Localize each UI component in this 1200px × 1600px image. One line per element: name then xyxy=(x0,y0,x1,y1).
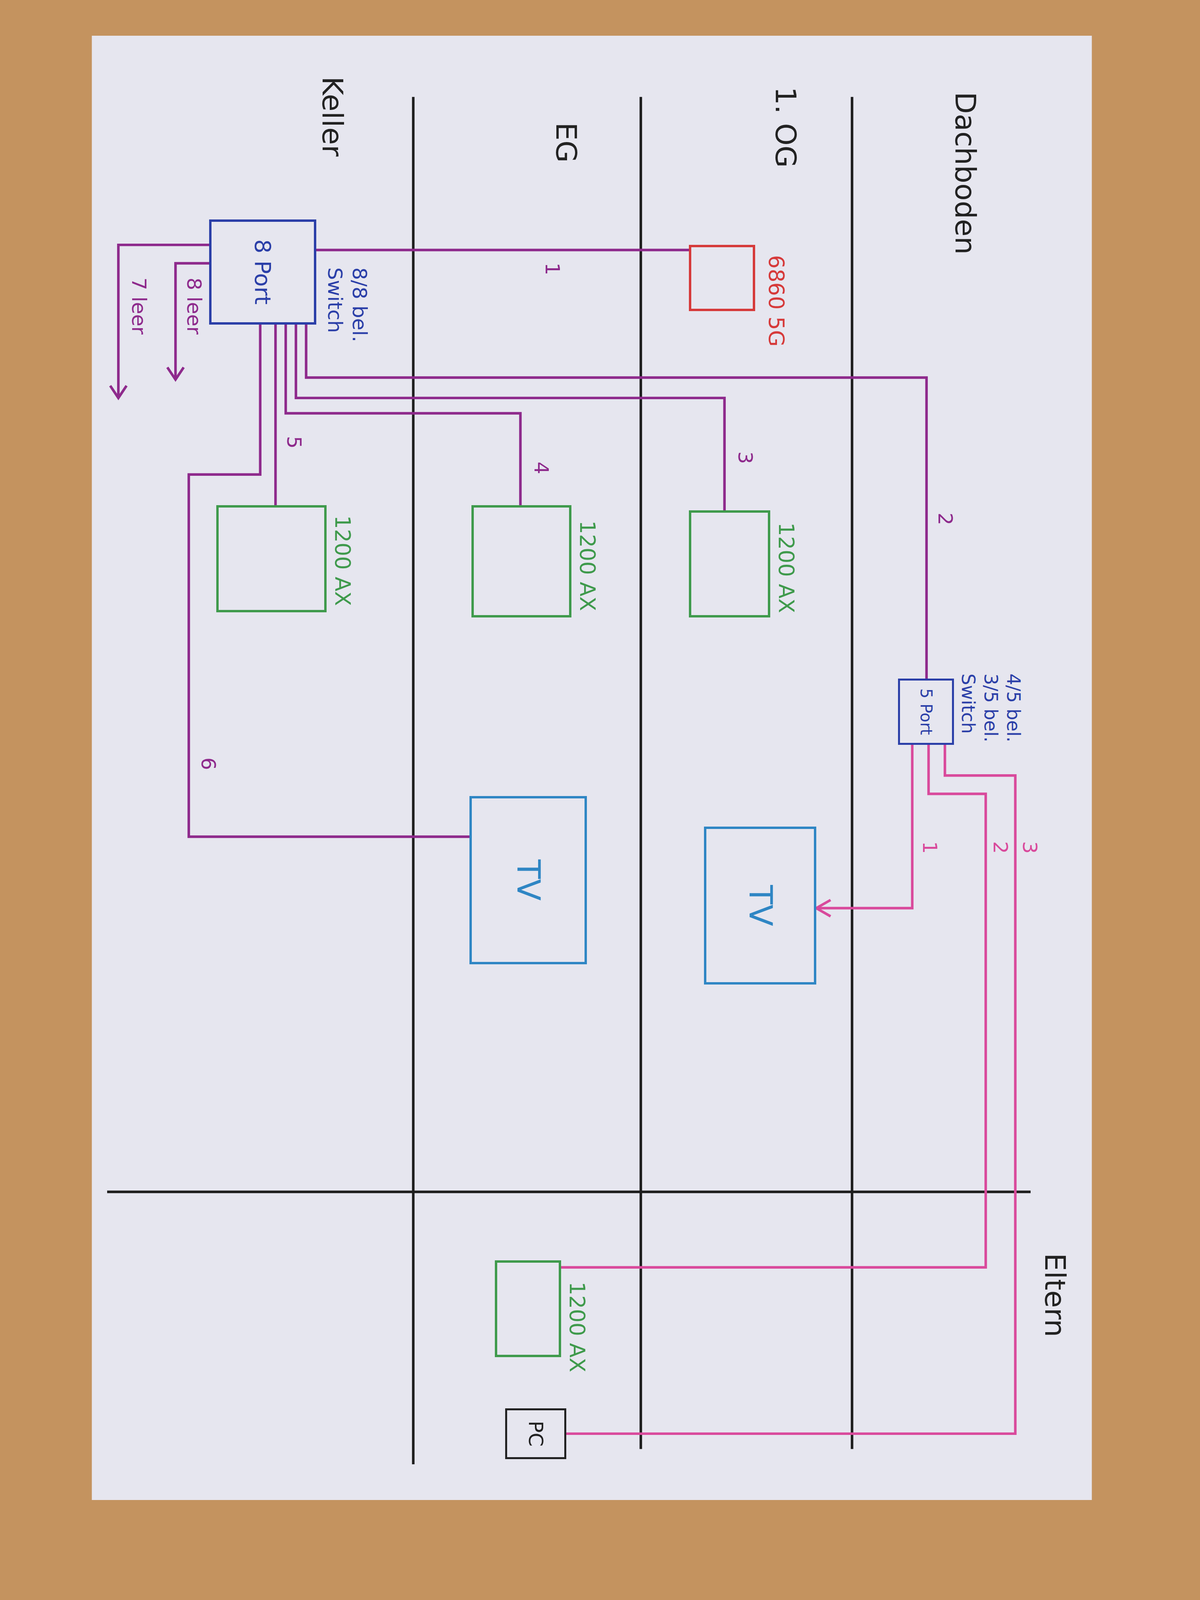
port-number: 2 xyxy=(935,510,956,528)
device-box: PC xyxy=(505,1408,567,1460)
port-number: 1 xyxy=(542,260,563,278)
floor-label: Dachboden xyxy=(951,91,980,255)
free-port-label: 8 leer xyxy=(184,277,204,335)
device-label: TV xyxy=(512,859,545,901)
device-heading: 4/5 bel. xyxy=(1004,673,1023,743)
device-box: TV xyxy=(469,796,587,965)
device-heading: Switch xyxy=(325,267,345,333)
free-port-wire xyxy=(175,263,210,378)
device-box: TV xyxy=(703,826,817,985)
device-heading: 1200 AX xyxy=(576,520,599,612)
cable-line xyxy=(816,744,913,909)
device-label: 5 Port xyxy=(918,688,935,735)
port-number: 6 xyxy=(198,755,219,773)
device-heading: 1200 AX xyxy=(566,1281,588,1373)
device-heading: 1200 AX xyxy=(331,515,354,607)
free-port-arrow xyxy=(110,385,127,399)
network-cable xyxy=(296,324,725,511)
cable-line xyxy=(566,744,1016,1434)
device-box: 1200 AX xyxy=(216,505,327,613)
port-number: 3 xyxy=(735,448,756,467)
device-heading: 6860 5G xyxy=(765,255,787,347)
device-label: 8 Port xyxy=(251,239,274,305)
network-cable xyxy=(275,324,277,506)
floor-label: 1. OG xyxy=(771,86,800,168)
port-number: 3 xyxy=(1019,838,1040,857)
cable-line xyxy=(316,248,689,252)
cable-line xyxy=(188,324,470,837)
device-label: PC xyxy=(525,1420,546,1447)
device-heading: 1200 AX xyxy=(775,522,797,614)
arrow-head xyxy=(816,900,831,917)
network-cable xyxy=(566,744,1016,1434)
device-box: 1200 AX xyxy=(494,1260,562,1358)
network-cable xyxy=(561,744,986,1268)
device-label: TV xyxy=(744,884,777,927)
network-cable xyxy=(816,744,913,917)
cable-line xyxy=(296,324,725,511)
network-cable xyxy=(305,324,927,679)
floor-line xyxy=(411,96,415,1465)
floor-line xyxy=(850,96,854,1449)
free-port-arrow xyxy=(167,367,184,380)
device-heading: Switch xyxy=(959,673,978,734)
floor-label: Keller xyxy=(318,76,347,157)
network-cable xyxy=(188,324,470,837)
device-box: 1200 AX xyxy=(688,510,771,618)
network-cable xyxy=(316,249,689,251)
device-heading: 3/5 bel. xyxy=(981,673,1000,743)
port-number: 5 xyxy=(284,433,304,452)
port-number: 4 xyxy=(531,459,552,477)
device-heading: 8/8 bel. xyxy=(349,267,370,343)
port-number: 1 xyxy=(919,838,940,857)
device-box: 8/8 bel.Switch8 Port xyxy=(209,219,317,325)
cable-line xyxy=(285,324,521,506)
cable-line xyxy=(274,324,277,506)
device-box: 6860 5G xyxy=(688,244,756,312)
network-cable xyxy=(285,324,521,506)
cable-line xyxy=(561,744,986,1268)
room-separator xyxy=(107,1190,1031,1193)
device-box: 1200 AX xyxy=(471,505,572,618)
floor-label: EG xyxy=(551,122,581,163)
device-box: 4/5 bel.3/5 bel.Switch5 Port xyxy=(898,678,954,745)
cable-line xyxy=(305,324,927,679)
free-port-label: 7 leer xyxy=(128,277,149,335)
free-port-wire xyxy=(118,244,210,397)
port-number: 2 xyxy=(990,838,1011,857)
floor-line xyxy=(639,96,643,1449)
paper-sheet xyxy=(91,35,1092,1500)
room-label: Eltern xyxy=(1040,1253,1070,1338)
